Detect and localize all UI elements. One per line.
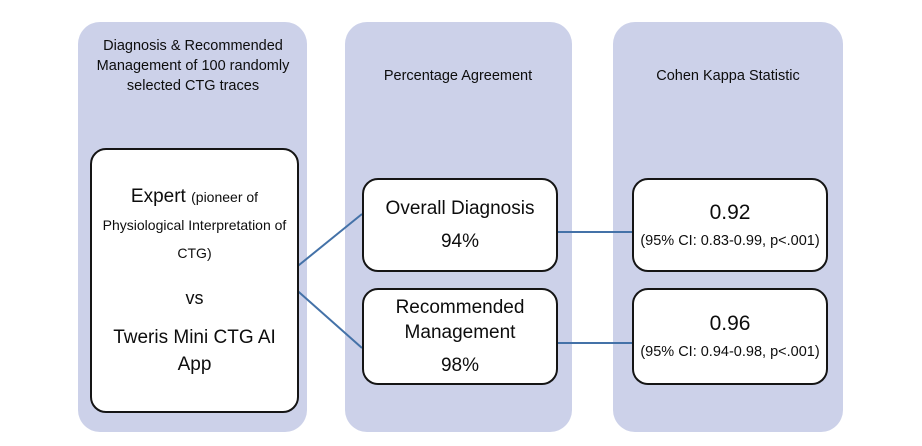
kappa-diagnosis-ci: (95% CI: 0.83-0.99, p<.001) bbox=[640, 232, 820, 249]
card-expert-vs-app: Expert (pioneer of Physiological Interpr… bbox=[90, 148, 299, 413]
recommended-management-value: 98% bbox=[440, 355, 480, 376]
expert-label-line: Expert (pioneer of Physiological Interpr… bbox=[100, 183, 289, 267]
app-label: Tweris Mini CTG AI App bbox=[113, 327, 276, 375]
expert-label: Expert bbox=[130, 186, 192, 207]
card-kappa-management: 0.96 (95% CI: 0.94-0.98, p<.001) bbox=[632, 288, 828, 385]
overall-diagnosis-title: Overall Diagnosis bbox=[385, 198, 535, 219]
versus-label: vs bbox=[185, 288, 204, 308]
kappa-management-ci: (95% CI: 0.94-0.98, p<.001) bbox=[640, 344, 820, 360]
card-recommended-management: Recommended Management 98% bbox=[362, 288, 558, 385]
card-overall-diagnosis: Overall Diagnosis 94% bbox=[362, 178, 558, 272]
panel-header-cohen-kappa: Cohen Kappa Statistic bbox=[656, 68, 800, 84]
recommended-management-title: Recommended Management bbox=[395, 297, 525, 343]
panel-header-percentage-agreement: Percentage Agreement bbox=[383, 68, 533, 84]
kappa-diagnosis-value: 0.92 bbox=[709, 200, 751, 224]
expert-note: (pioneer of Physiological Interpretation… bbox=[102, 189, 287, 261]
overall-diagnosis-value: 94% bbox=[440, 231, 480, 252]
kappa-management-value: 0.96 bbox=[709, 312, 751, 335]
card-kappa-diagnosis: 0.92 (95% CI: 0.83-0.99, p<.001) bbox=[632, 178, 828, 272]
panel-header-study-population: Diagnosis & Recommended Management of 10… bbox=[96, 38, 290, 94]
